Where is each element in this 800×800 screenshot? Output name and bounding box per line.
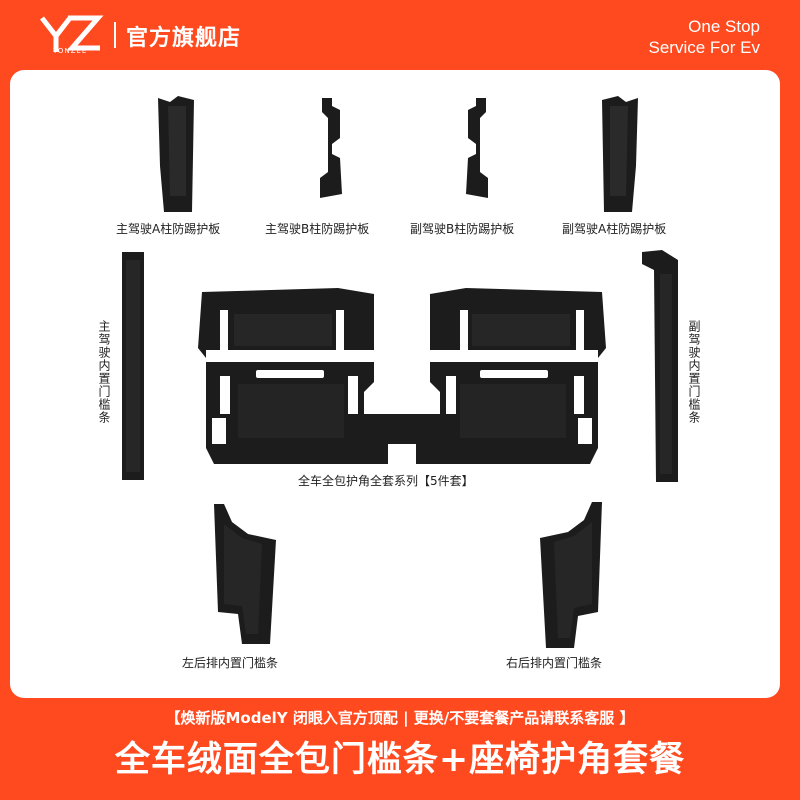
driver-a-pillar-label: 主驾驶A柱防踢护板: [116, 222, 221, 236]
promo-headline: 全车绒面全包门槛条+座椅护角套餐: [114, 740, 686, 780]
rear-right-sill-label: 右后排内置门槛条: [506, 656, 603, 670]
passenger-b-pillar-label: 副驾驶B柱防踢护板: [410, 222, 515, 236]
store-name: 官方旗舰店: [126, 26, 242, 51]
driver-b-pillar-label: 主驾驶B柱防踢护板: [265, 222, 370, 236]
passenger-b-pillar-image: [462, 98, 490, 200]
brand-logo: [38, 14, 104, 58]
brand-logo-subtext: YONZEE: [53, 47, 88, 55]
driver-sill-label: 主驾驶内置门槛条: [97, 320, 111, 424]
driver-a-pillar-image: [156, 96, 196, 214]
rear-right-sill-image: [534, 502, 604, 648]
passenger-sill-label: 副驾驶内置门槛条: [687, 320, 701, 424]
slogan-line-2: Service For Ev: [648, 38, 760, 57]
header: YONZEE 官方旗舰店 One Stop Service For Ev: [0, 0, 800, 70]
passenger-a-pillar-label: 副驾驶A柱防踢护板: [562, 222, 667, 236]
slogan: One Stop Service For Ev: [649, 16, 760, 58]
driver-b-pillar-image: [318, 98, 346, 200]
rear-left-sill-label: 左后排内置门槛条: [182, 656, 279, 670]
product-panel: 主驾驶A柱防踢护板 主驾驶B柱防踢护板 副驾驶B柱防踢护板 副驾驶A柱防踢护板: [10, 70, 780, 698]
seat-set-image: [198, 288, 606, 464]
passenger-a-pillar-image: [600, 96, 640, 214]
driver-sill-image: [120, 252, 146, 480]
promo-strip: 【焕新版ModelY 闭眼入官方顶配 | 更换/不要套餐产品请联系客服 】: [165, 709, 635, 727]
header-divider: [114, 22, 116, 48]
seat-set-label: 全车全包护角全套系列【5件套】: [298, 474, 474, 488]
slogan-line-1: One Stop: [688, 17, 760, 36]
rear-left-sill-image: [212, 504, 282, 644]
passenger-sill-image: [642, 250, 682, 482]
